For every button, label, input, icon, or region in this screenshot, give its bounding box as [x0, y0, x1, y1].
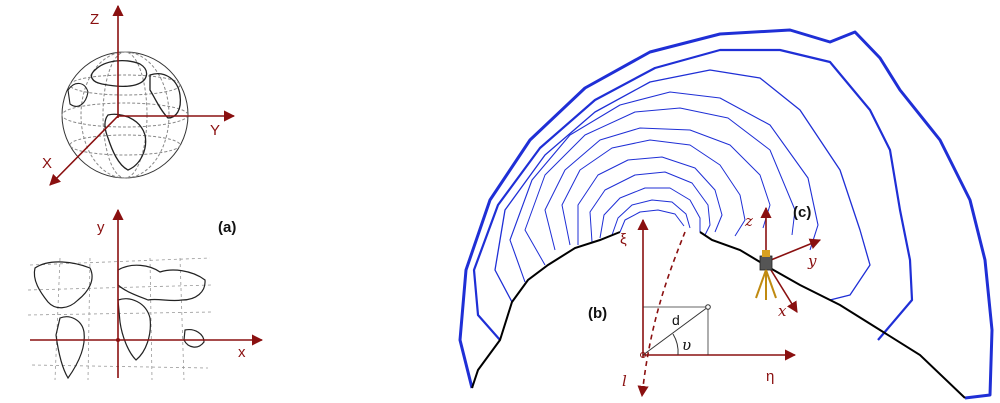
tunnel-profiles [458, 28, 994, 400]
local-frame-axes [637, 218, 797, 398]
l-curve [637, 231, 686, 398]
l-label: l [622, 372, 627, 390]
globe-y-label: Y [210, 122, 220, 139]
instrument-x-label: x [778, 302, 787, 320]
profile-10 [599, 187, 701, 239]
profile-5 [524, 107, 796, 266]
inner-profile [619, 209, 685, 233]
globe-x-axis [49, 115, 119, 186]
eta-label: η [766, 368, 774, 385]
upsilon-label: υ [682, 336, 691, 354]
profile-2 [472, 48, 914, 341]
profile-3 [494, 69, 871, 303]
profile-8 [577, 156, 723, 245]
d-vector [642, 306, 709, 356]
map-axes [30, 208, 264, 378]
map-y-label: y [97, 219, 105, 236]
profile-4 [509, 91, 819, 283]
xi-label: ξ [620, 231, 627, 248]
angle-arc [672, 333, 679, 356]
globe-x-label: X [42, 155, 52, 172]
total-station-icon [755, 250, 777, 300]
panel-label-c: (c) [793, 204, 811, 221]
map-x-label: x [238, 344, 246, 361]
world-map-sketch [27, 257, 213, 381]
globe-sketch [61, 51, 189, 179]
globe-z-label: Z [90, 11, 99, 28]
profile-9 [589, 171, 711, 243]
panel-label-a: (a) [218, 219, 236, 236]
instrument-y-label: y [807, 252, 817, 270]
profile-7 [561, 139, 746, 246]
profile-11 [611, 199, 691, 236]
profile-6 [544, 127, 771, 251]
instrument-z-label: z [744, 212, 753, 230]
tunnel-floor-line [471, 231, 966, 399]
d-label: d [672, 312, 680, 328]
globe-axes [49, 4, 236, 186]
outer-profile [458, 28, 994, 400]
panel-label-b: (b) [588, 305, 607, 322]
instrument-y-axis [765, 238, 822, 263]
